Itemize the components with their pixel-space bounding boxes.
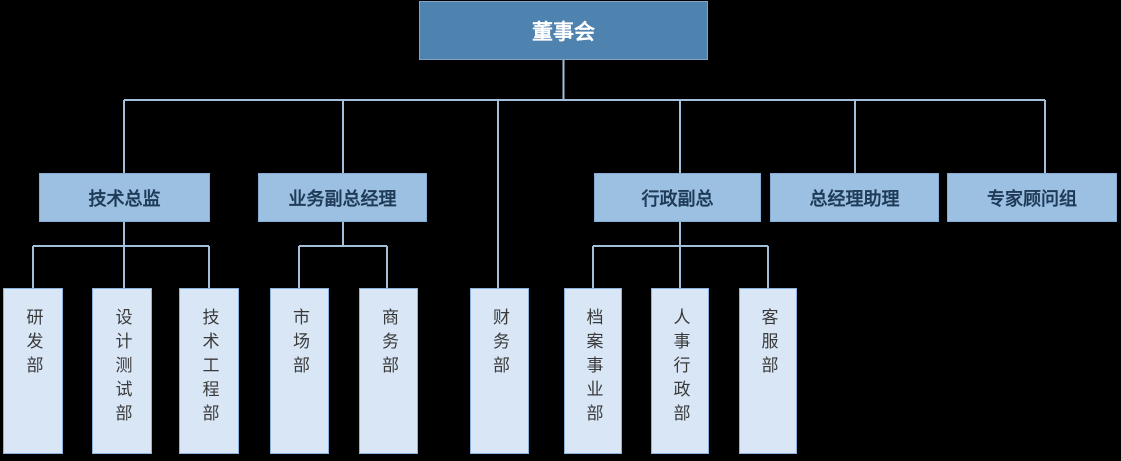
node-gm-assistant: 总经理助理 (770, 173, 939, 222)
node-label: 市场部 (290, 308, 309, 380)
node-finance-dept: 财务部 (470, 288, 529, 454)
node-expert-advisory-group: 专家顾问组 (947, 173, 1117, 222)
node-label: 设计测试部 (112, 308, 132, 428)
node-business-deputy-gm: 业务副总经理 (258, 173, 427, 222)
node-technical-director: 技术总监 (39, 173, 210, 222)
node-marketing-dept: 市场部 (270, 288, 329, 454)
node-archives-division-dept: 档案事业部 (564, 288, 622, 454)
node-hr-admin-dept: 人事行政部 (651, 288, 709, 454)
node-label: 商务部 (379, 308, 398, 380)
node-rd-dept: 研发部 (3, 288, 63, 454)
node-design-testing-dept: 设计测试部 (92, 288, 152, 454)
node-label: 档案事业部 (583, 308, 603, 428)
node-board-of-directors: 董事会 (419, 1, 708, 60)
node-label: 技术工程部 (199, 308, 219, 428)
node-label: 财务部 (490, 308, 509, 380)
node-label: 客服部 (758, 308, 778, 380)
node-label: 研发部 (23, 308, 43, 380)
node-tech-engineering-dept: 技术工程部 (179, 288, 239, 454)
node-customer-service-dept: 客服部 (739, 288, 797, 454)
node-commerce-dept: 商务部 (359, 288, 418, 454)
node-admin-deputy: 行政副总 (594, 173, 761, 222)
node-label: 人事行政部 (670, 308, 690, 428)
